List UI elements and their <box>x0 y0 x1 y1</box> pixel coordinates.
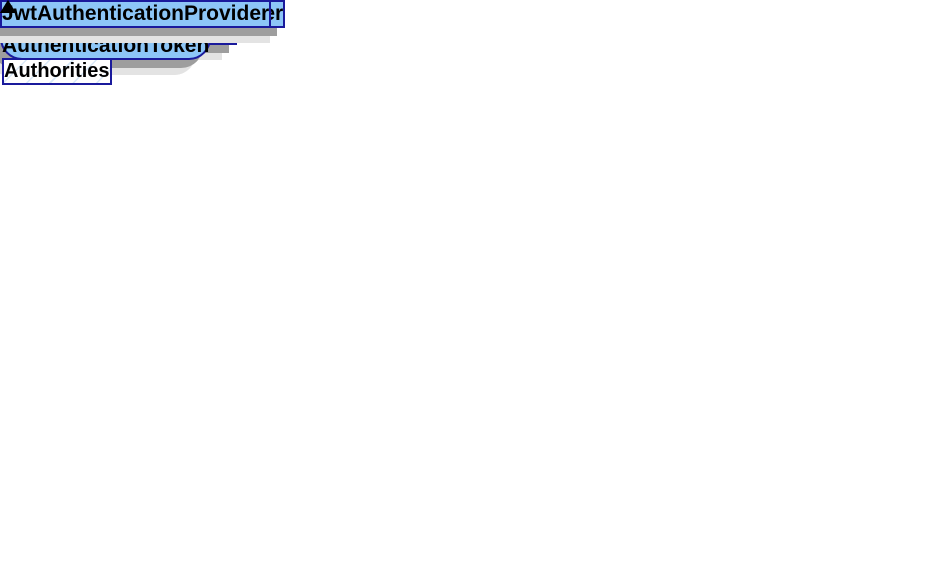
authorities-field: Authorities <box>2 58 112 85</box>
up-arrowhead-icon <box>0 0 16 13</box>
jwt-authentication-provider-node: JwtAuthenticationProvider <box>0 0 272 28</box>
node-title-line2: AuthenticationToken <box>2 34 210 57</box>
